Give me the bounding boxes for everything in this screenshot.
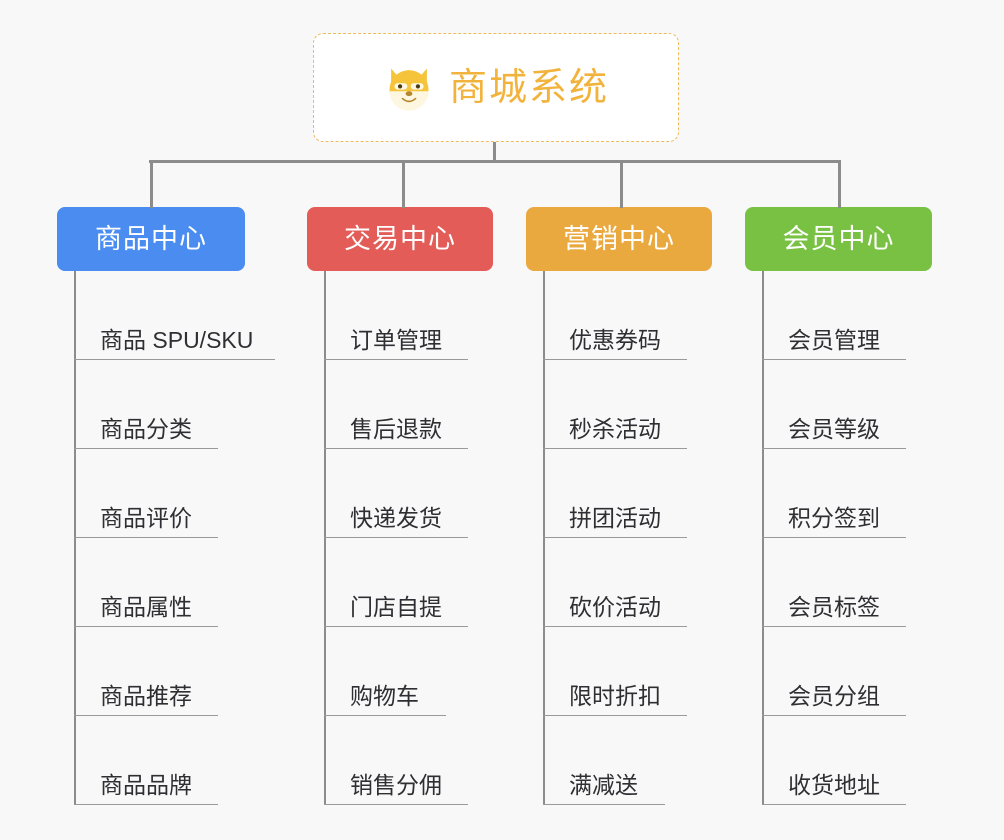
- leaf-item[interactable]: 会员管理: [762, 271, 906, 360]
- leaf-item-underline: [324, 714, 446, 716]
- leaf-item-underline: [762, 803, 906, 805]
- leaf-item-underline: [762, 358, 906, 360]
- leaf-item-label: 商品品牌: [100, 772, 192, 798]
- branch-drop-connector-3: [620, 160, 623, 208]
- dog-face-icon: [389, 68, 429, 111]
- leaf-item-label: 秒杀活动: [569, 416, 661, 442]
- leaf-item-label: 购物车: [350, 683, 419, 709]
- leaf-item-label: 会员分组: [788, 683, 880, 709]
- branch-drop-connector-4: [838, 160, 841, 208]
- leaf-item-label: 商品 SPU/SKU: [100, 327, 254, 353]
- leaf-item[interactable]: 砍价活动: [543, 538, 687, 627]
- branch-drop-connector-1: [150, 160, 153, 208]
- leaf-item-underline: [762, 536, 906, 538]
- leaf-item-underline: [324, 625, 468, 627]
- leaf-item-label: 快递发货: [350, 505, 442, 531]
- leaf-item-label: 会员标签: [788, 594, 880, 620]
- leaf-item-underline: [543, 625, 687, 627]
- branch-drop-connector-2: [402, 160, 405, 208]
- category-label: 会员中心: [782, 223, 895, 254]
- category-label: 营销中心: [563, 223, 675, 254]
- leaf-item-label: 优惠券码: [569, 327, 661, 353]
- branch-trunk-line: [762, 271, 764, 805]
- leaf-item-underline: [74, 358, 275, 360]
- category-box-1[interactable]: 商品中心: [57, 207, 245, 271]
- root-title: 商城系统: [448, 66, 609, 109]
- category-box-3[interactable]: 营销中心: [526, 207, 712, 271]
- root-connector-vertical: [493, 142, 496, 162]
- leaf-item[interactable]: 售后退款: [324, 360, 468, 449]
- leaf-item[interactable]: 拼团活动: [543, 449, 687, 538]
- leaf-item-underline: [74, 625, 218, 627]
- leaf-item-label: 收货地址: [788, 772, 880, 798]
- leaf-item[interactable]: 门店自提: [324, 538, 468, 627]
- leaf-item-underline: [74, 447, 218, 449]
- leaf-item[interactable]: 秒杀活动: [543, 360, 687, 449]
- root-node[interactable]: 商城系统: [313, 33, 679, 142]
- branch-trunk-line: [324, 271, 326, 805]
- leaf-item-underline: [762, 447, 906, 449]
- leaf-item-label: 限时折扣: [569, 683, 661, 709]
- leaf-item[interactable]: 订单管理: [324, 271, 468, 360]
- leaf-item-underline: [324, 358, 468, 360]
- leaf-item-underline: [762, 714, 906, 716]
- leaf-item-label: 销售分佣: [350, 772, 442, 798]
- leaf-item-label: 订单管理: [350, 327, 442, 353]
- leaf-item-underline: [324, 536, 468, 538]
- leaf-item-label: 拼团活动: [569, 505, 661, 531]
- category-label: 交易中心: [344, 223, 456, 254]
- leaf-item-label: 商品分类: [100, 416, 192, 442]
- leaf-item-label: 会员管理: [788, 327, 880, 353]
- leaf-item[interactable]: 购物车: [324, 627, 446, 716]
- leaf-item-label: 商品属性: [100, 594, 192, 620]
- leaf-item[interactable]: 会员分组: [762, 627, 906, 716]
- leaf-item-underline: [762, 625, 906, 627]
- leaf-item[interactable]: 商品分类: [74, 360, 218, 449]
- category-box-4[interactable]: 会员中心: [745, 207, 932, 271]
- leaf-item[interactable]: 商品评价: [74, 449, 218, 538]
- leaf-item[interactable]: 快递发货: [324, 449, 468, 538]
- leaf-item[interactable]: 会员等级: [762, 360, 906, 449]
- leaf-item[interactable]: 积分签到: [762, 449, 906, 538]
- leaf-item[interactable]: 优惠券码: [543, 271, 687, 360]
- leaf-item-underline: [74, 714, 218, 716]
- leaf-item[interactable]: 限时折扣: [543, 627, 687, 716]
- leaf-item-underline: [543, 358, 687, 360]
- leaf-item-underline: [324, 447, 468, 449]
- leaf-item[interactable]: 销售分佣: [324, 716, 468, 805]
- branch-bus-horizontal: [149, 160, 840, 163]
- leaf-item-label: 门店自提: [350, 594, 442, 620]
- leaf-item[interactable]: 商品推荐: [74, 627, 218, 716]
- leaf-item-label: 售后退款: [350, 416, 442, 442]
- leaf-item-label: 积分签到: [788, 505, 880, 531]
- branch-trunk-line: [543, 271, 545, 805]
- leaf-item[interactable]: 商品 SPU/SKU: [74, 271, 275, 360]
- category-box-2[interactable]: 交易中心: [307, 207, 493, 271]
- category-label: 商品中心: [95, 223, 207, 254]
- leaf-item[interactable]: 商品属性: [74, 538, 218, 627]
- branch-trunk-line: [74, 271, 76, 805]
- leaf-item-underline: [74, 803, 218, 805]
- leaf-item[interactable]: 会员标签: [762, 538, 906, 627]
- leaf-item-underline: [543, 803, 665, 805]
- leaf-item-label: 会员等级: [788, 416, 880, 442]
- leaf-item-underline: [543, 447, 687, 449]
- leaf-item-label: 满减送: [569, 772, 638, 798]
- leaf-item-label: 砍价活动: [569, 594, 661, 620]
- leaf-item-label: 商品评价: [100, 505, 192, 531]
- leaf-item[interactable]: 收货地址: [762, 716, 906, 805]
- leaf-item-underline: [74, 536, 218, 538]
- leaf-item-underline: [324, 803, 468, 805]
- leaf-item-label: 商品推荐: [100, 683, 192, 709]
- leaf-item[interactable]: 商品品牌: [74, 716, 218, 805]
- leaf-item-underline: [543, 714, 687, 716]
- leaf-item[interactable]: 满减送: [543, 716, 665, 805]
- leaf-item-underline: [543, 536, 687, 538]
